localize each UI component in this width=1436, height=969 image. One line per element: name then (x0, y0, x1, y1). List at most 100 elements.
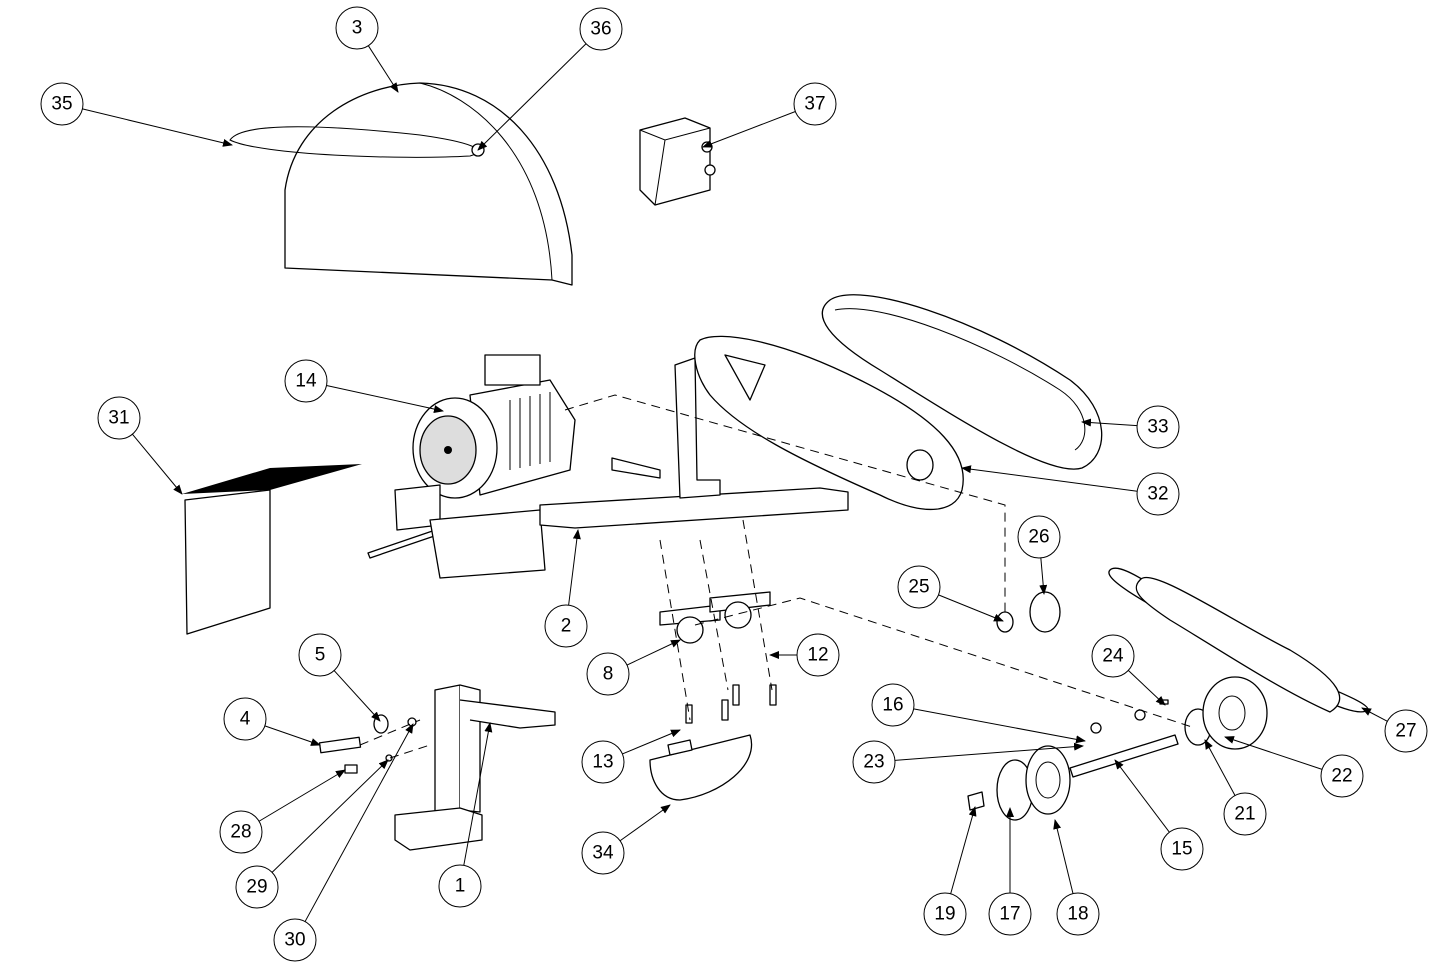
balloon-number: 32 (1147, 484, 1168, 505)
part-balloon-16: 16 (871, 683, 915, 727)
leader-line (938, 594, 1004, 622)
part-balloon-19: 19 (923, 892, 967, 936)
balloon-circle (223, 697, 267, 741)
part-balloon-28: 28 (219, 810, 263, 854)
balloon-circle (1320, 754, 1364, 798)
part-balloon-8: 8 (586, 652, 630, 696)
part-balloon-18: 18 (1056, 892, 1100, 936)
centerline (659, 519, 773, 721)
balloon-circle (988, 892, 1032, 936)
part-balloon-12: 12 (796, 633, 840, 677)
balloon-circle (1384, 709, 1428, 753)
part-balloon-3: 3 (335, 6, 379, 50)
balloon-number: 8 (603, 664, 614, 685)
balloon-circle (544, 604, 588, 648)
balloon-number: 14 (295, 371, 317, 392)
balloon-circle (298, 633, 342, 677)
leader-line (1081, 418, 1138, 427)
balloon-circle (219, 810, 263, 854)
balloon-circle (1017, 515, 1061, 559)
leader-line (702, 111, 796, 148)
balloon-number: 13 (592, 752, 613, 773)
centerline (694, 597, 1196, 729)
leader-line (477, 43, 587, 151)
balloon-circle (581, 831, 625, 875)
balloon-number: 30 (284, 930, 305, 951)
part-balloon-35: 35 (40, 82, 84, 126)
leader-line (1039, 557, 1048, 595)
balloon-circle (793, 82, 837, 126)
balloon-circle (1056, 892, 1100, 936)
part-balloon-29: 29 (235, 865, 279, 909)
balloon-number: 25 (908, 577, 929, 598)
balloon-circle (438, 864, 482, 908)
leader-line (568, 529, 581, 606)
balloon-circle (284, 359, 328, 403)
leader-line (1361, 707, 1388, 722)
balloon-number: 17 (999, 904, 1020, 925)
balloon-circle (335, 6, 379, 50)
leader-line (367, 45, 399, 93)
balloon-circle (1223, 792, 1267, 836)
leader-line (1127, 670, 1166, 706)
part-balloon-5: 5 (298, 633, 342, 677)
balloon-circle (923, 892, 967, 936)
balloon-number: 18 (1067, 904, 1088, 925)
balloon-circle (852, 740, 896, 784)
balloon-number: 29 (246, 877, 267, 898)
part-balloon-1: 1 (438, 864, 482, 908)
leader-line (271, 759, 389, 873)
balloon-circle (796, 633, 840, 677)
balloon-circle (1136, 405, 1180, 449)
leader-line (463, 722, 493, 866)
balloon-number: 1 (455, 876, 466, 897)
part-balloon-21: 21 (1223, 792, 1267, 836)
leader-line (326, 385, 444, 413)
blade-guard (229, 82, 573, 286)
balloon-number: 31 (108, 408, 129, 429)
part-balloon-36: 36 (579, 7, 623, 51)
balloon-number: 4 (240, 709, 251, 730)
balloon-number: 35 (51, 94, 72, 115)
part-balloon-15: 15 (1160, 827, 1204, 871)
leader-line (961, 465, 1138, 492)
balloon-number: 28 (230, 822, 251, 843)
balloon-number: 19 (934, 904, 955, 925)
leader-line (258, 769, 346, 822)
balloon-number: 2 (561, 616, 572, 637)
balloon-circle (581, 740, 625, 784)
balloon-number: 34 (592, 843, 614, 864)
centerline (564, 394, 1006, 615)
part-balloon-31: 31 (97, 396, 141, 440)
balloon-circle (40, 82, 84, 126)
balloon-number: 5 (315, 645, 326, 666)
leader-line (1204, 739, 1236, 796)
leader-line (894, 742, 1084, 761)
leader-line (132, 433, 183, 495)
switch-box (639, 117, 716, 206)
balloon-number: 22 (1331, 766, 1352, 787)
balloon-number: 24 (1102, 646, 1124, 667)
balloon-circle (97, 396, 141, 440)
leader-line (950, 806, 977, 894)
part-balloon-23: 23 (852, 740, 896, 784)
chute (649, 734, 753, 801)
leader-line (1114, 759, 1170, 833)
balloon-number: 26 (1028, 527, 1049, 548)
leader-line (304, 723, 414, 922)
part-balloon-34: 34 (581, 831, 625, 875)
leader-line (264, 725, 321, 746)
balloon-circle (1091, 634, 1135, 678)
balloon-circle (897, 565, 941, 609)
balloon-circle (273, 918, 317, 962)
balloon-circle (235, 865, 279, 909)
balloon-circle (586, 652, 630, 696)
bearings (659, 591, 771, 644)
leader-line (333, 670, 381, 722)
belt-cover (821, 294, 1103, 470)
part-balloon-13: 13 (581, 740, 625, 784)
balloon-number: 36 (590, 19, 611, 40)
part-balloon-14: 14 (284, 359, 328, 403)
balloon-number: 3 (352, 18, 363, 39)
